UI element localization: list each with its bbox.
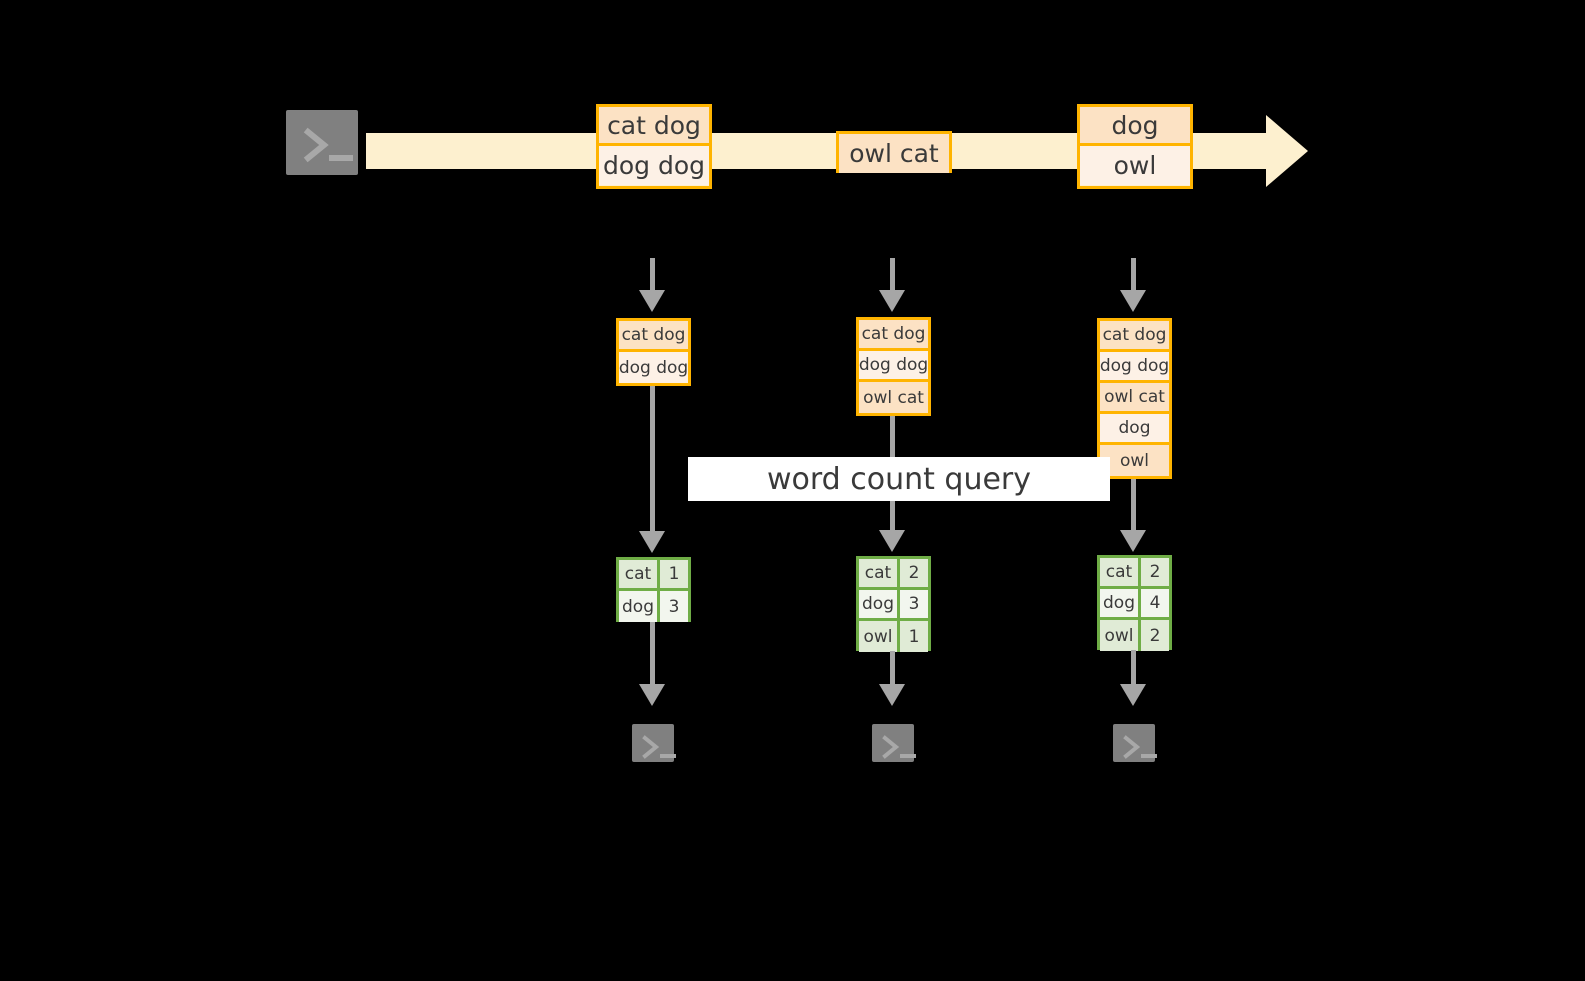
table-row: cat 2 [1100, 558, 1169, 589]
result-count: 1 [900, 621, 928, 652]
snapshot-3-dashed-line [1131, 258, 1136, 290]
table-row: dog 4 [1100, 589, 1169, 620]
snapshot-3-query-arrowhead [1120, 530, 1146, 552]
snapshot-3-table-row-2: dog dog [1100, 352, 1169, 383]
result-count: 4 [1141, 589, 1169, 617]
result-count: 2 [900, 559, 928, 587]
stream-event-2[interactable]: owl cat [836, 131, 952, 173]
snapshot-2-dashed-arrowhead [879, 290, 905, 312]
snapshot-3-table-row-3: owl cat [1100, 383, 1169, 414]
result-count: 3 [900, 590, 928, 618]
table-row: dog 3 [619, 591, 688, 622]
event-stream-arrowhead [1266, 115, 1308, 187]
result-word: cat [1100, 558, 1141, 586]
table-row: owl 2 [1100, 620, 1169, 651]
snapshot-3-table[interactable]: cat dog dog dog owl cat dog owl [1097, 318, 1172, 479]
snapshot-3-consumer-terminal-icon[interactable] [1103, 714, 1165, 772]
snapshot-2-query-arrowhead [879, 530, 905, 552]
snapshot-1-table[interactable]: cat dog dog dog [616, 318, 691, 386]
snapshot-1-query-arrowhead [639, 531, 665, 553]
snapshot-2-table-row-1: cat dog [859, 320, 928, 351]
result-count: 1 [660, 560, 688, 588]
terminal-prompt-glyph [642, 735, 676, 759]
terminal-prompt-glyph [882, 735, 916, 759]
result-word: owl [1100, 620, 1141, 651]
table-row: cat 2 [859, 559, 928, 590]
result-count: 3 [660, 591, 688, 622]
result-word: cat [859, 559, 900, 587]
query-label-band: word count query [688, 457, 1110, 501]
terminal-prompt-glyph [1123, 735, 1157, 759]
snapshot-3-table-row-1: cat dog [1100, 321, 1169, 352]
table-row: cat 1 [619, 560, 688, 591]
snapshot-1-table-row-1: cat dog [619, 321, 688, 352]
snapshot-1-output-line [650, 622, 655, 684]
snapshot-2-dashed-line [890, 258, 895, 290]
result-word: owl [859, 621, 900, 652]
stream-event-3-row-1: dog [1080, 107, 1190, 146]
snapshot-2-result-table[interactable]: cat 2 dog 3 owl 1 [856, 556, 931, 652]
snapshot-1-result-table[interactable]: cat 1 dog 3 [616, 557, 691, 622]
query-label: word count query [766, 461, 1032, 497]
table-row: owl 1 [859, 621, 928, 652]
snapshot-1-output-arrowhead [639, 684, 665, 706]
producer-terminal-icon[interactable] [276, 100, 368, 185]
result-count: 2 [1141, 558, 1169, 586]
result-word: dog [619, 591, 660, 622]
snapshot-1-consumer-terminal-icon[interactable] [622, 714, 684, 772]
terminal-prompt-glyph [303, 127, 353, 163]
stream-event-1-row-2: dog dog [599, 146, 709, 185]
result-word: dog [859, 590, 900, 618]
snapshot-3-query-line [1131, 479, 1136, 530]
snapshot-2-consumer-terminal-icon[interactable] [862, 714, 924, 772]
stream-event-1-row-1: cat dog [599, 107, 709, 146]
snapshot-2-output-line [890, 651, 895, 684]
snapshot-3-output-line [1131, 650, 1136, 684]
snapshot-2-table-row-2: dog dog [859, 351, 928, 382]
snapshot-2-table[interactable]: cat dog dog dog owl cat [856, 317, 931, 416]
snapshot-2-table-row-3: owl cat [859, 382, 928, 413]
snapshot-1-dashed-arrowhead [639, 290, 665, 312]
result-count: 2 [1141, 620, 1169, 651]
snapshot-3-result-table[interactable]: cat 2 dog 4 owl 2 [1097, 555, 1172, 651]
table-row: dog 3 [859, 590, 928, 621]
stream-event-2-row-1: owl cat [839, 134, 949, 173]
result-word: cat [619, 560, 660, 588]
snapshot-1-table-row-2: dog dog [619, 352, 688, 383]
snapshot-3-table-row-5: owl [1100, 445, 1169, 476]
stream-event-3-row-2: owl [1080, 146, 1190, 185]
snapshot-3-dashed-arrowhead [1120, 290, 1146, 312]
snapshot-2-output-arrowhead [879, 684, 905, 706]
snapshot-3-table-row-4: dog [1100, 414, 1169, 445]
result-word: dog [1100, 589, 1141, 617]
snapshot-1-query-line [650, 386, 655, 531]
snapshot-1-dashed-line [650, 258, 655, 290]
stream-event-1[interactable]: cat dog dog dog [596, 104, 712, 189]
snapshot-3-output-arrowhead [1120, 684, 1146, 706]
stream-event-3[interactable]: dog owl [1077, 104, 1193, 189]
